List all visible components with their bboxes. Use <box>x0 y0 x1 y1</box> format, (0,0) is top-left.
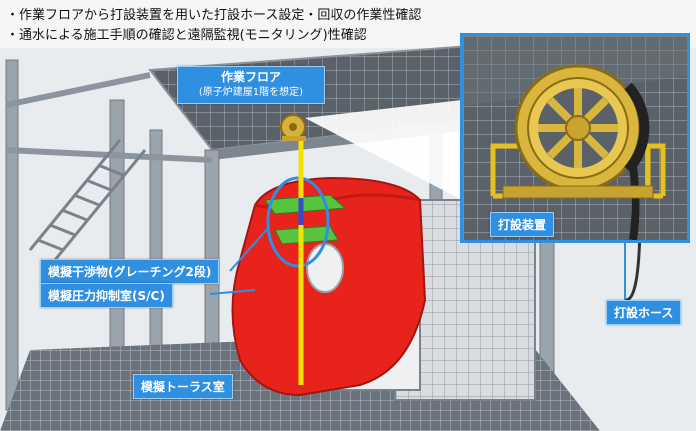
bullet-text: ・通水による施工手順の確認と遠隔監視(モニタリング)性確認 <box>6 28 367 43</box>
leader-lines <box>209 227 626 300</box>
placement-device-label: 打設装置 <box>490 212 555 237</box>
reel-large <box>514 64 650 192</box>
hose-descending <box>629 165 640 241</box>
reel-small <box>280 114 306 141</box>
staircase <box>28 139 147 261</box>
placement-device-inset <box>460 33 690 243</box>
chamber-opening <box>306 243 344 293</box>
placement-hose-label: 打設ホース <box>606 300 682 325</box>
bullet-list: ・作業フロアから打設装置を用いた打設ホース設定・回収の作業性確認 ・通水による施… <box>6 6 421 46</box>
grating-label: 模擬干渉物(グレーチング2段) <box>40 259 220 284</box>
suppression-chamber-label: 模擬圧力抑制室(S/C) <box>40 283 173 308</box>
work-floor-subtitle: (原子炉建屋1階を想定) <box>198 87 304 98</box>
device-base <box>502 185 654 199</box>
inset-illustration <box>463 36 687 241</box>
grating-level-2 <box>274 225 339 245</box>
work-floor-title: 作業フロア <box>220 70 281 84</box>
callout-wedge <box>305 100 462 200</box>
work-floor-label: 作業フロア (原子炉建屋1階を想定) <box>177 66 325 104</box>
bullet-text: ・作業フロアから打設装置を用いた打設ホース設定・回収の作業性確認 <box>6 8 422 23</box>
torus-room-label: 模擬トーラス室 <box>133 374 233 399</box>
interference-highlight-circle <box>266 176 330 268</box>
